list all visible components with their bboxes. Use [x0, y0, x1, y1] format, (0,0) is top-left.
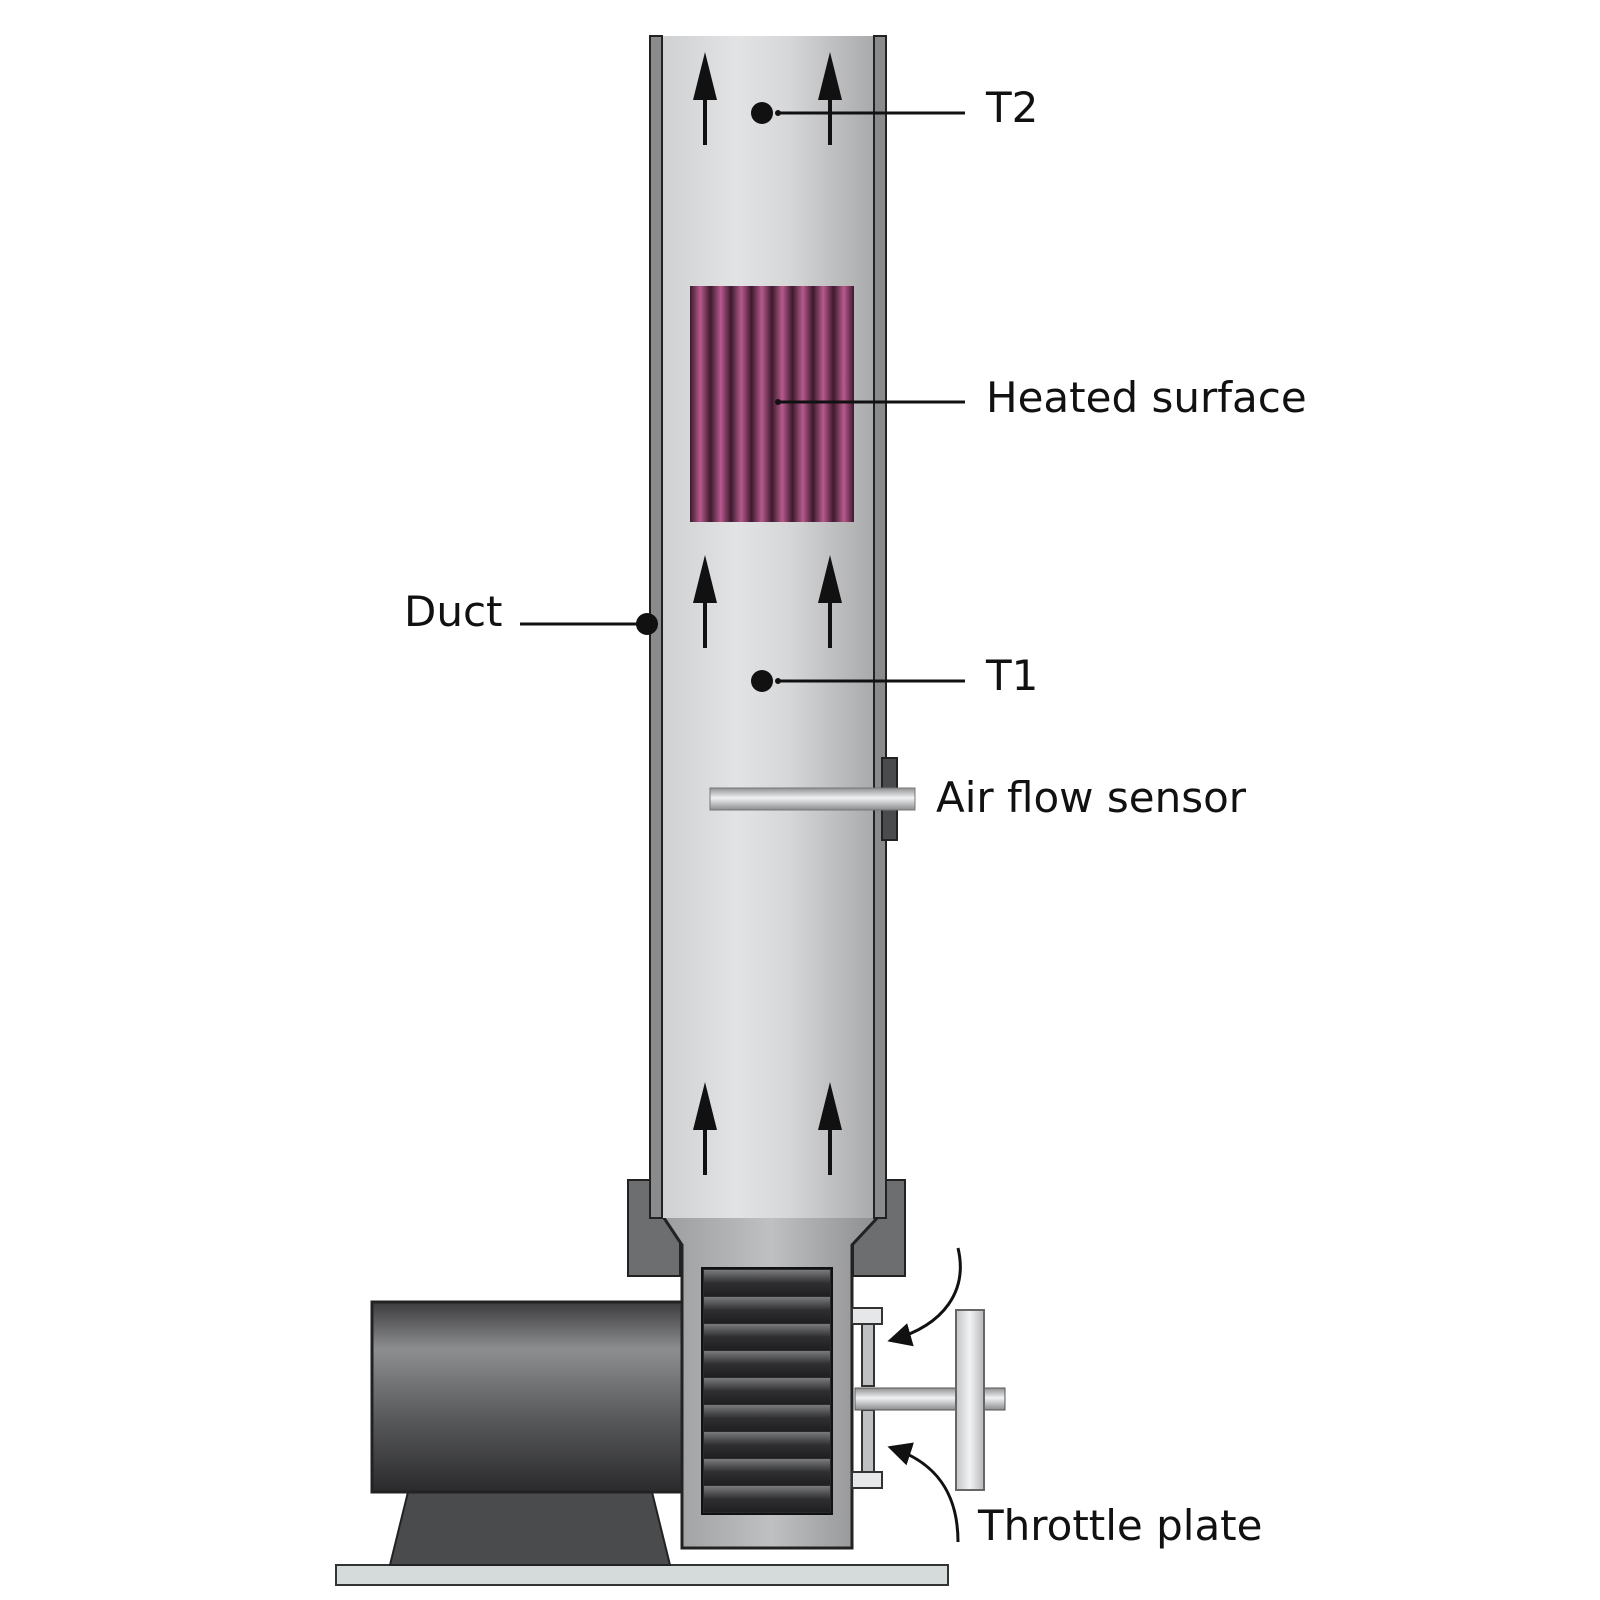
label-throttle-plate: Throttle plate [977, 1501, 1262, 1550]
throttle-plate [851, 1307, 1006, 1491]
duct [662, 36, 874, 1218]
heated-surface [690, 286, 854, 522]
arrow-up-icon [818, 555, 842, 648]
arrow-up-icon [693, 52, 717, 145]
curved-arrow-icon [887, 1442, 960, 1543]
fan-blades [701, 1267, 833, 1515]
throttle-disc [955, 1309, 985, 1491]
curved-arrow-icon [887, 1247, 962, 1347]
label-t2: T2 [985, 83, 1038, 132]
label-air-flow-sensor: Air flow sensor [936, 773, 1247, 822]
heated-surface-leader [775, 399, 965, 405]
label-t1: T1 [985, 651, 1038, 700]
flow-arrows [693, 52, 842, 1175]
label-duct: Duct [404, 587, 503, 636]
duct-wall-right [873, 35, 887, 1219]
motor [370, 1300, 686, 1494]
base-plate [335, 1564, 949, 1586]
motor-stand [388, 1491, 672, 1566]
duct-leader [520, 613, 658, 635]
label-heated-surface: Heated surface [986, 373, 1307, 422]
arrow-up-icon [693, 1082, 717, 1175]
arrow-up-icon [818, 1082, 842, 1175]
t1-marker [751, 670, 965, 692]
air-flow-sensor [709, 757, 916, 841]
t2-marker [751, 102, 965, 124]
arrow-up-icon [693, 555, 717, 648]
